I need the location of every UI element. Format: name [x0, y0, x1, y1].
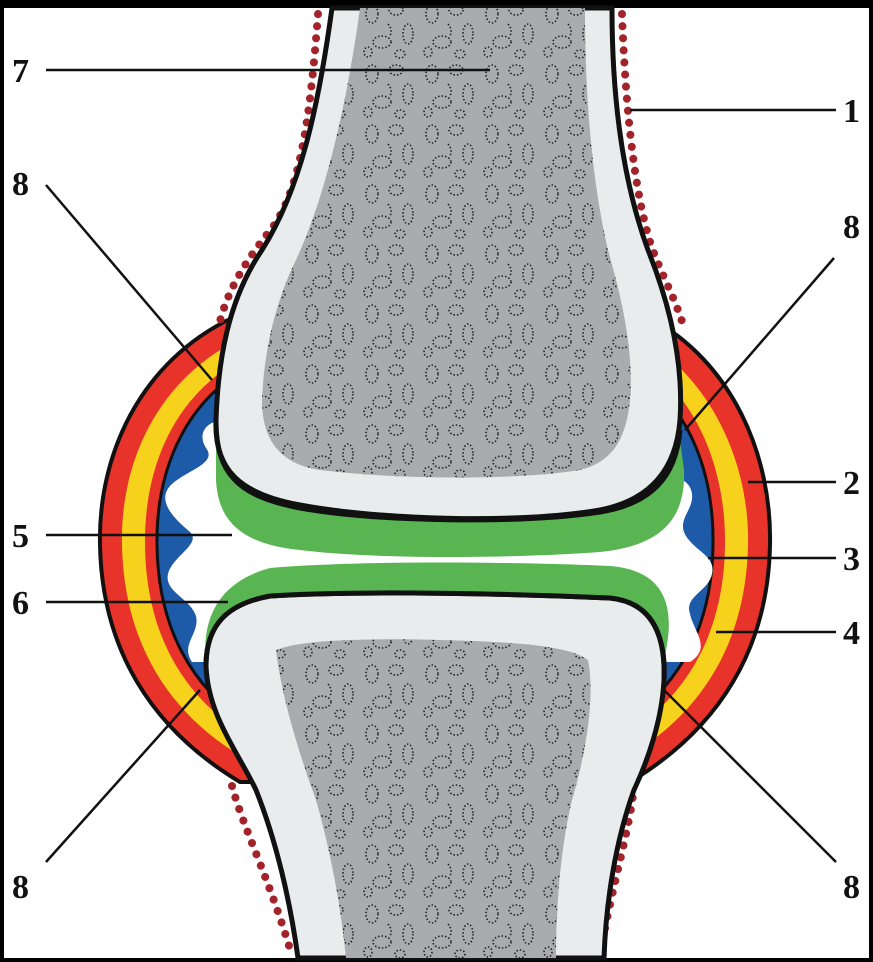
- label-8-upper-right: 8: [843, 209, 860, 246]
- label-6: 6: [12, 585, 29, 622]
- label-2: 2: [843, 465, 860, 502]
- label-7: 7: [12, 53, 29, 90]
- label-3: 3: [843, 541, 860, 578]
- label-1: 1: [843, 93, 860, 130]
- label-4: 4: [843, 615, 860, 652]
- label-5: 5: [12, 518, 29, 555]
- label-8-lower-left: 8: [12, 869, 29, 906]
- label-8-lower-right: 8: [843, 869, 860, 906]
- label-8-upper-left: 8: [12, 166, 29, 203]
